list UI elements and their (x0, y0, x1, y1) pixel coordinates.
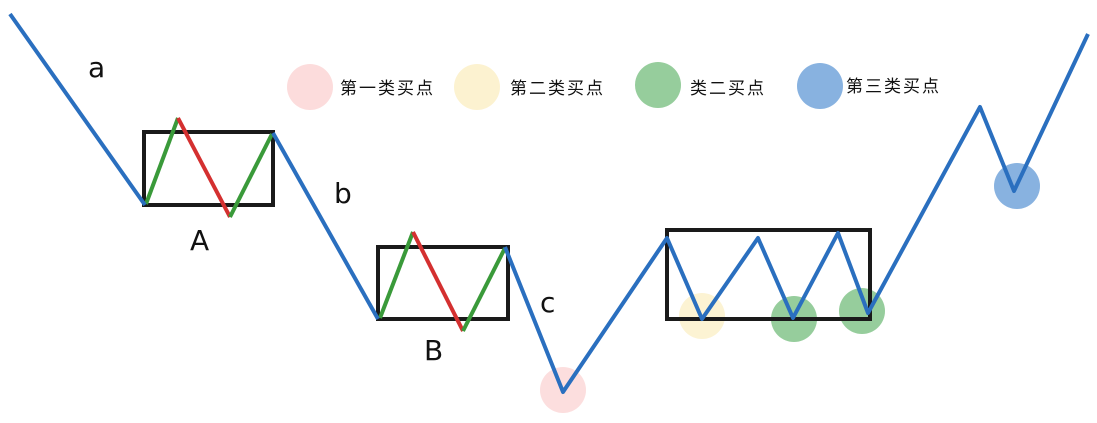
legend-swatch-buy3 (797, 63, 843, 109)
label-a: a (88, 51, 105, 84)
legend-label-buy1: 第一类买点 (340, 79, 435, 99)
stroke-up (378, 231, 415, 319)
legend-label-buy3: 第三类买点 (846, 77, 941, 97)
stroke-up (228, 133, 274, 218)
stroke-down (176, 117, 232, 218)
legend-swatch-buy2like (635, 62, 681, 108)
trend-line-segment-a (8, 12, 147, 207)
label-B: B (424, 334, 443, 367)
legend-label-buy2like: 类二买点 (690, 79, 766, 99)
pivot-box-B (376, 245, 510, 321)
stroke-up (144, 117, 180, 205)
strokes-box-A (144, 117, 274, 218)
pivot-box-A (142, 130, 275, 207)
segment-labels: a b c A B (88, 51, 555, 367)
strokes-box-B (378, 231, 507, 332)
trend-line-segment-b (271, 132, 380, 320)
trend-line-segment-c-and-rebound (503, 33, 1090, 394)
pivot-boxes (142, 130, 872, 321)
label-b: b (334, 177, 352, 210)
legend-swatch-buy2 (454, 64, 500, 110)
stroke-up (461, 247, 507, 332)
stroke-down (411, 231, 465, 332)
buy-point-markers (540, 163, 1040, 413)
legend-swatch-buy1 (287, 64, 333, 110)
label-A: A (190, 224, 209, 257)
pivot-box-C (665, 228, 872, 321)
legend-label-buy2: 第二类买点 (510, 79, 605, 99)
label-c: c (540, 286, 555, 319)
legend: 第一类买点 第二类买点 类二买点 第三类买点 (287, 62, 941, 110)
